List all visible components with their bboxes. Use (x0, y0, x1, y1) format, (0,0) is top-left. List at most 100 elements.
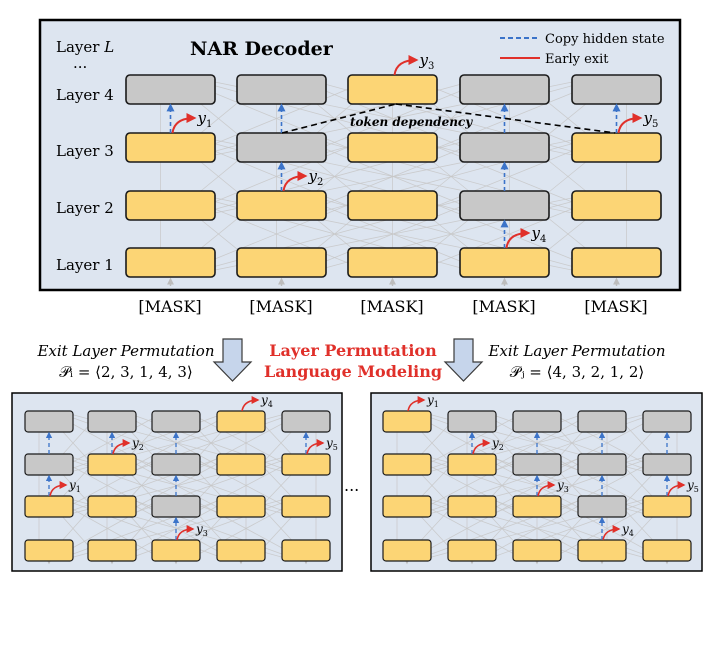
mask-token-label: [MASK] (584, 297, 647, 316)
active-layer-block (347, 74, 438, 105)
copied-layer-block (512, 453, 562, 476)
active-layer-block (571, 190, 662, 221)
decoder-title: NAR Decoder (190, 38, 334, 60)
early-exit-arrow (602, 525, 621, 541)
active-layer-block (24, 539, 74, 562)
output-token-subscript: 5 (333, 443, 338, 452)
copied-layer-block (151, 453, 201, 476)
active-layer-block (236, 247, 327, 278)
early-exit-arrow (472, 439, 491, 455)
layer-ellipsis: ... (73, 54, 87, 72)
active-layer-block (87, 539, 137, 562)
layer-connection (481, 410, 663, 476)
output-token-subscript: 3 (428, 61, 434, 72)
output-token-subscript: 4 (268, 400, 273, 409)
copied-layer-block (512, 410, 562, 433)
active-layer-block (151, 539, 201, 562)
layer-connection (291, 74, 612, 163)
early-exit-arrow (176, 525, 195, 541)
copied-layer-block (87, 410, 137, 433)
center-title-line2: Language Modeling (264, 362, 442, 381)
token-dependency: token dependency (281, 103, 616, 134)
active-layer-block (382, 453, 432, 476)
left-caption-line2: 𝒫ᵢ = ⟨2, 3, 1, 4, 3⟩ (59, 363, 193, 381)
active-layer-block (125, 247, 216, 278)
active-layer-block (642, 495, 692, 518)
left-down-arrow-icon (212, 338, 253, 382)
active-layer-block (24, 495, 74, 518)
layer-1-label: Layer 1 (56, 256, 114, 274)
output-token-subscript: 1 (76, 485, 81, 494)
layer-connection (411, 410, 593, 476)
active-layer-block (512, 539, 562, 562)
copied-layer-block (24, 410, 74, 433)
right-caption-line2: 𝒫ⱼ = ⟨4, 3, 2, 1, 2⟩ (510, 363, 644, 381)
output-token-subscript: 2 (317, 177, 323, 188)
copied-layer-block (459, 190, 550, 221)
copied-layer-block (577, 453, 627, 476)
active-layer-block (571, 247, 662, 278)
output-token-subscript: 1 (206, 119, 212, 130)
copied-layer-block (459, 132, 550, 163)
legend-exit-label: Early exit (545, 52, 609, 67)
active-layer-block (87, 495, 137, 518)
output-token-subscript: 2 (139, 443, 144, 452)
output-token-subscript: 2 (499, 443, 504, 452)
copied-layer-block (125, 74, 216, 105)
layer-3-label: Layer 3 (56, 142, 114, 160)
output-token-subscript: 1 (434, 400, 439, 409)
copied-layer-block (447, 410, 497, 433)
active-layer-block (512, 495, 562, 518)
mask-token-label: [MASK] (249, 297, 312, 316)
early-exit-arrow (393, 55, 419, 76)
copied-layer-block (642, 410, 692, 433)
early-exit-arrow (171, 113, 197, 134)
active-layer-block (577, 539, 627, 562)
token-dependency-label: token dependency (350, 115, 473, 129)
center-title-line1: Layer Permutation (269, 341, 437, 360)
active-layer-block (87, 453, 137, 476)
active-layer-block (216, 539, 266, 562)
copied-layer-block (571, 74, 662, 105)
layer-connection (53, 410, 232, 476)
copied-layer-block (236, 74, 327, 105)
panels-ellipsis: ... (344, 476, 359, 495)
early-exit-arrow (112, 439, 131, 455)
copied-layer-block (577, 495, 627, 518)
copied-layer-block (236, 132, 327, 163)
active-layer-block (382, 495, 432, 518)
copied-layer-block (151, 495, 201, 518)
output-token-subscript: 5 (652, 119, 658, 130)
copied-layer-block (24, 453, 74, 476)
active-layer-block (382, 410, 432, 433)
left-caption-line1: Exit Layer Permutation (36, 342, 214, 360)
copied-layer-block (459, 74, 550, 105)
output-token-subscript: 3 (203, 529, 208, 538)
active-layer-block (382, 539, 432, 562)
active-layer-block (347, 190, 438, 221)
output-token-subscript: 5 (694, 485, 699, 494)
layer-4-label: Layer 4 (56, 86, 114, 104)
layer-L-label: Layer L (56, 38, 114, 56)
dependency-line-right (395, 103, 616, 134)
output-token-subscript: 4 (540, 234, 546, 245)
legend-copy-label: Copy hidden state (545, 32, 665, 47)
active-layer-block (281, 453, 331, 476)
early-exit-arrow (282, 171, 308, 192)
early-exit-arrow (617, 113, 643, 134)
active-layer-block (347, 247, 438, 278)
active-layer-block (216, 410, 266, 433)
early-exit-arrow (537, 481, 556, 497)
active-layer-block (642, 539, 692, 562)
active-layer-block (281, 495, 331, 518)
right-down-arrow-icon (443, 338, 484, 382)
legend: Copy hidden state Early exit (500, 32, 665, 67)
layer-2-label: Layer 2 (56, 199, 114, 217)
